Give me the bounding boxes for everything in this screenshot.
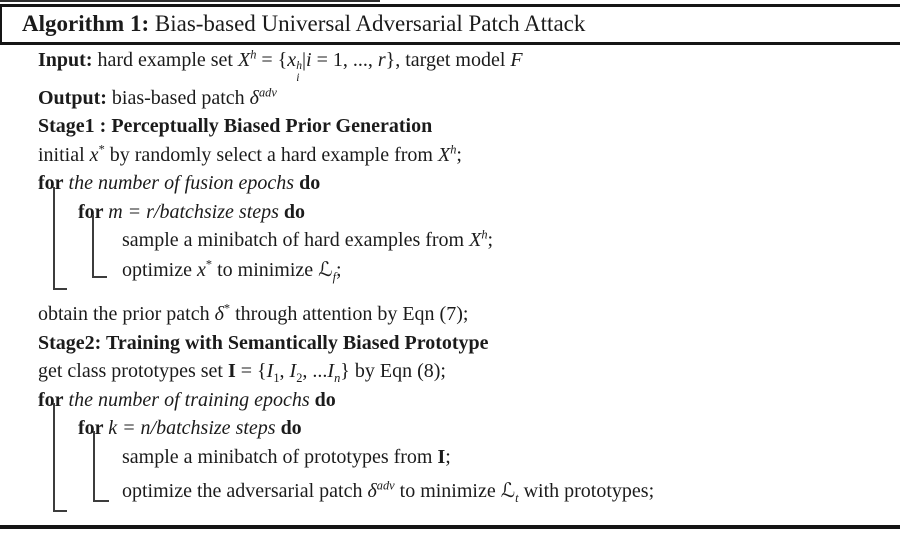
stage2-outer-loop-scope-line xyxy=(53,403,67,512)
algo-line: Stage1 : Perceptually Biased Prior Gener… xyxy=(38,115,433,138)
stage2-inner-loop-scope-line xyxy=(93,431,109,502)
stage1-inner-loop-scope-line xyxy=(92,215,107,278)
algo-line: sample a minibatch of prototypes from I; xyxy=(122,445,451,468)
algo-line: for the number of training epochs do xyxy=(38,388,336,411)
algorithm-bottom-rule xyxy=(0,525,900,529)
algo-line: sample a minibatch of hard examples from… xyxy=(122,227,494,252)
algorithm-caption-title: Bias-based Universal Adversarial Patch A… xyxy=(149,11,586,36)
algo-line: initial x* by randomly select a hard exa… xyxy=(38,142,462,166)
algo-line: obtain the prior patch δ* through attent… xyxy=(38,301,469,326)
algo-line: for m = r/batchsize steps do xyxy=(78,200,306,223)
algo-line: Output: bias-based patch δadv xyxy=(38,85,277,109)
stage1-outer-loop-scope-line xyxy=(53,187,67,290)
algo-line: optimize the adversarial patch δadv to m… xyxy=(122,478,655,506)
caption-bottom-rule xyxy=(0,42,900,45)
algo-line: Stage2: Training with Semantically Biase… xyxy=(38,331,489,354)
top-edge-artifact-rule xyxy=(0,0,380,2)
algo-line: get class prototypes set I = {I1, I2, ..… xyxy=(38,360,446,386)
algo-line: for k = n/batchsize steps do xyxy=(78,417,302,440)
algo-line: optimize x* to minimize ℒf; xyxy=(122,256,342,284)
caption-top-rule xyxy=(0,4,900,7)
caption-left-border xyxy=(0,4,2,45)
algorithm-caption-label: Algorithm 1: xyxy=(22,11,150,36)
algorithm-caption: Algorithm 1: Bias-based Universal Advers… xyxy=(22,6,585,42)
algo-line: for the number of fusion epochs do xyxy=(38,172,321,195)
